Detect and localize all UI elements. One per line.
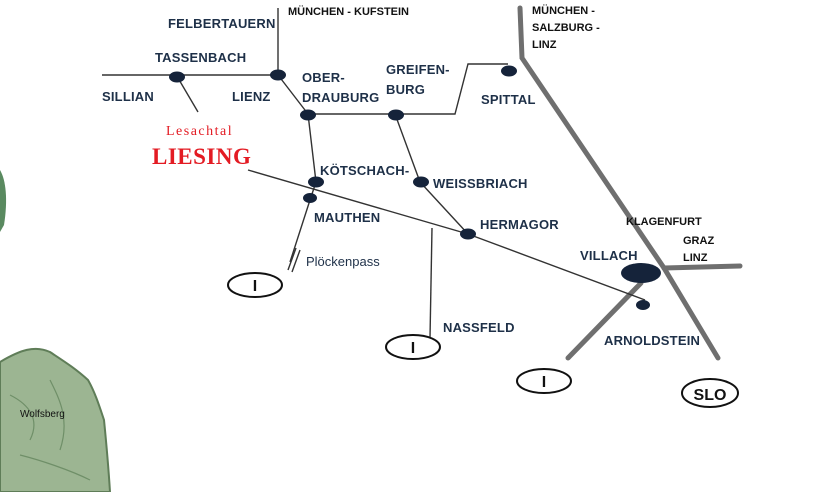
villach-label: VILLACH: [580, 248, 638, 263]
lesachtal-label: Lesachtal: [166, 124, 233, 139]
greifenburg-label-2: BURG: [386, 82, 425, 97]
ploeckenpass-label: Plöckenpass: [306, 254, 380, 269]
spittal-dot[interactable]: [501, 65, 517, 77]
relief-map-fragment: Wolfsberg: [0, 347, 112, 492]
hermagor-dot[interactable]: [460, 228, 476, 240]
wolfsberg-label: Wolfsberg: [20, 409, 65, 420]
greifenburg-label-1: GREIFEN-: [386, 62, 450, 77]
lienz-dot[interactable]: [270, 69, 286, 81]
muenchen-kufstein-label: MÜNCHEN - KUFSTEIN: [288, 5, 409, 18]
highway-klagenfurt: [661, 263, 743, 271]
koetschach-dot[interactable]: [308, 176, 324, 188]
linz-north-label: LINZ: [532, 39, 557, 51]
muenchen-label: MÜNCHEN -: [532, 4, 595, 17]
oberdrauburg-label-1: OBER-: [302, 70, 345, 85]
slovenia-border-badge: SLO: [681, 378, 739, 408]
arnoldstein-label: ARNOLDSTEIN: [604, 333, 700, 348]
sillian-label: SILLIAN: [102, 89, 154, 104]
greifenburg-dot[interactable]: [388, 109, 404, 121]
mauthen-dot[interactable]: [303, 193, 317, 203]
felbertauern-label: FELBERTAUERN: [168, 16, 276, 31]
slovenia-code: SLO: [694, 387, 727, 404]
italy-code-1: I: [253, 278, 257, 295]
oberdrauburg-label-2: DRAUBURG: [302, 90, 379, 105]
highway-salzburg-slovenia: [517, 5, 721, 361]
koetschach-label: KÖTSCHACH-: [320, 163, 409, 178]
salzburg-label: SALZBURG -: [532, 22, 600, 34]
nassfeld-label: NASSFELD: [443, 320, 515, 335]
klagenfurt-label: KLAGENFURT: [626, 216, 702, 228]
villach-dot[interactable]: [621, 263, 661, 283]
oberdrauburg-dot[interactable]: [300, 109, 316, 121]
tassenbach-dot[interactable]: [169, 71, 185, 83]
italy-border-badge-ploecken: I: [227, 272, 283, 298]
weissbriach-label: WEISSBRIACH: [433, 176, 528, 191]
weissbriach-dot[interactable]: [413, 176, 429, 188]
relief-edge: [0, 170, 7, 232]
italy-code-3: I: [542, 374, 546, 391]
arnoldstein-dot[interactable]: [636, 300, 650, 310]
italy-code-2: I: [411, 340, 415, 357]
linz-east-label: LINZ: [683, 252, 708, 264]
hermagor-label: HERMAGOR: [480, 217, 559, 232]
lienz-label: LIENZ: [232, 89, 271, 104]
liesing-label: LIESING: [152, 144, 251, 169]
italy-border-badge-nassfeld: I: [385, 334, 441, 360]
spittal-label: SPITTAL: [481, 92, 536, 107]
italy-border-badge-arnoldstein: I: [516, 368, 572, 394]
graz-label: GRAZ: [683, 235, 714, 247]
tassenbach-label: TASSENBACH: [155, 50, 246, 65]
mauthen-label: MAUTHEN: [314, 210, 380, 225]
highway-italy-villach: [565, 280, 644, 361]
